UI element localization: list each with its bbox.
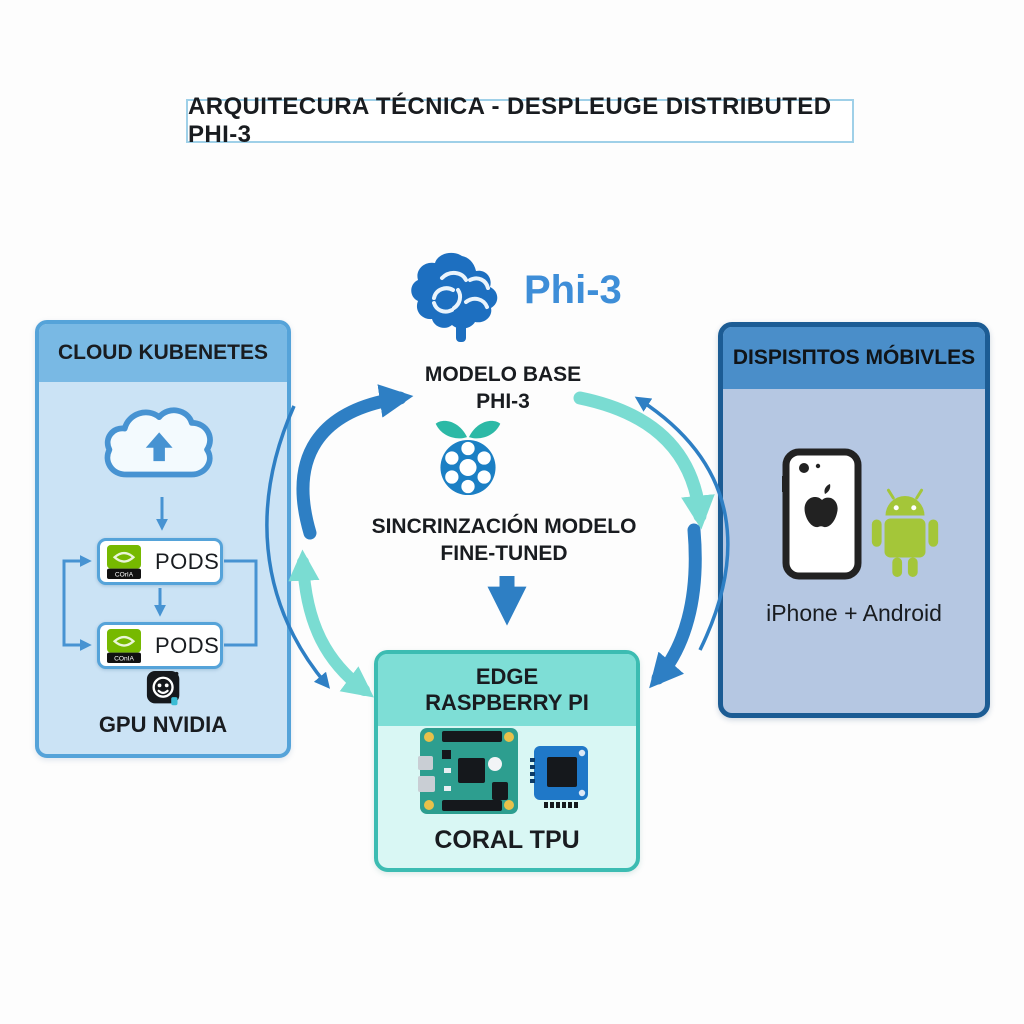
sync-model-label: SINCRINZACIÓN MODELO FINE-TUNED (328, 514, 680, 568)
cloud-panel-header: CLOUD KUBENETES (39, 324, 287, 382)
edge-panel-header: EDGE RASPBERRY PI (378, 654, 636, 726)
raspberry-icon (435, 420, 501, 496)
sync-model-line2: FINE-TUNED (440, 541, 568, 565)
pod-label: PODS (155, 548, 220, 574)
arrow-cloud-to-model (296, 384, 414, 540)
nvidia-badge-text: COrIA (115, 571, 134, 578)
model-base-line1: MODELO BASE (424, 363, 582, 386)
iphone-icon (782, 448, 862, 580)
gpu-nvidia-label: GPU NVIDIA (98, 712, 228, 737)
pod-label: PODS (155, 632, 220, 658)
raspberry-pi-board-image (418, 728, 518, 814)
model-base-label: MODELO BASE PHI-3 (378, 362, 628, 416)
gpu-icon (146, 671, 180, 706)
model-base-line2: PHI-3 (476, 389, 530, 413)
mobile-devices-panel: DISPISΠTOS MÓBIVLES (718, 322, 990, 718)
pod-box-1: COrIA PODS (97, 538, 223, 585)
coral-tpu-label: CORAL TPU (434, 826, 580, 854)
nvidia-badge-text: COnIA (114, 655, 134, 662)
nvidia-badge-icon: COnIA (107, 628, 141, 663)
cloud-upload-icon (104, 407, 213, 478)
brain-icon (411, 252, 498, 342)
nvidia-badge-icon: COrIA (107, 544, 141, 579)
phi3-brand-label: Phi-3 (524, 268, 622, 312)
mobile-panel-header: DISPISΠTOS MÓBIVLES (723, 327, 985, 389)
edge-header-line1: EDGE (475, 663, 539, 689)
mobile-caption: iPhone + Android (766, 600, 942, 626)
edge-header-line2: RASPBERRY PI (425, 690, 589, 715)
diagram-title: ARQUITECURA TÉCNICA - DESPLEUGE DISTRIBU… (186, 93, 854, 148)
android-icon (871, 488, 939, 577)
diagram-title-text: ARQUITECURA TÉCNICA - DESPLEUGE DISTRIBU… (188, 93, 832, 148)
pod-box-2: COnIA PODS (97, 622, 223, 669)
sync-model-line1: SINCRINZACIÓN MODELO (371, 515, 637, 538)
arrow-cloud-edge-sync (288, 549, 374, 698)
coral-tpu-image (530, 746, 588, 808)
